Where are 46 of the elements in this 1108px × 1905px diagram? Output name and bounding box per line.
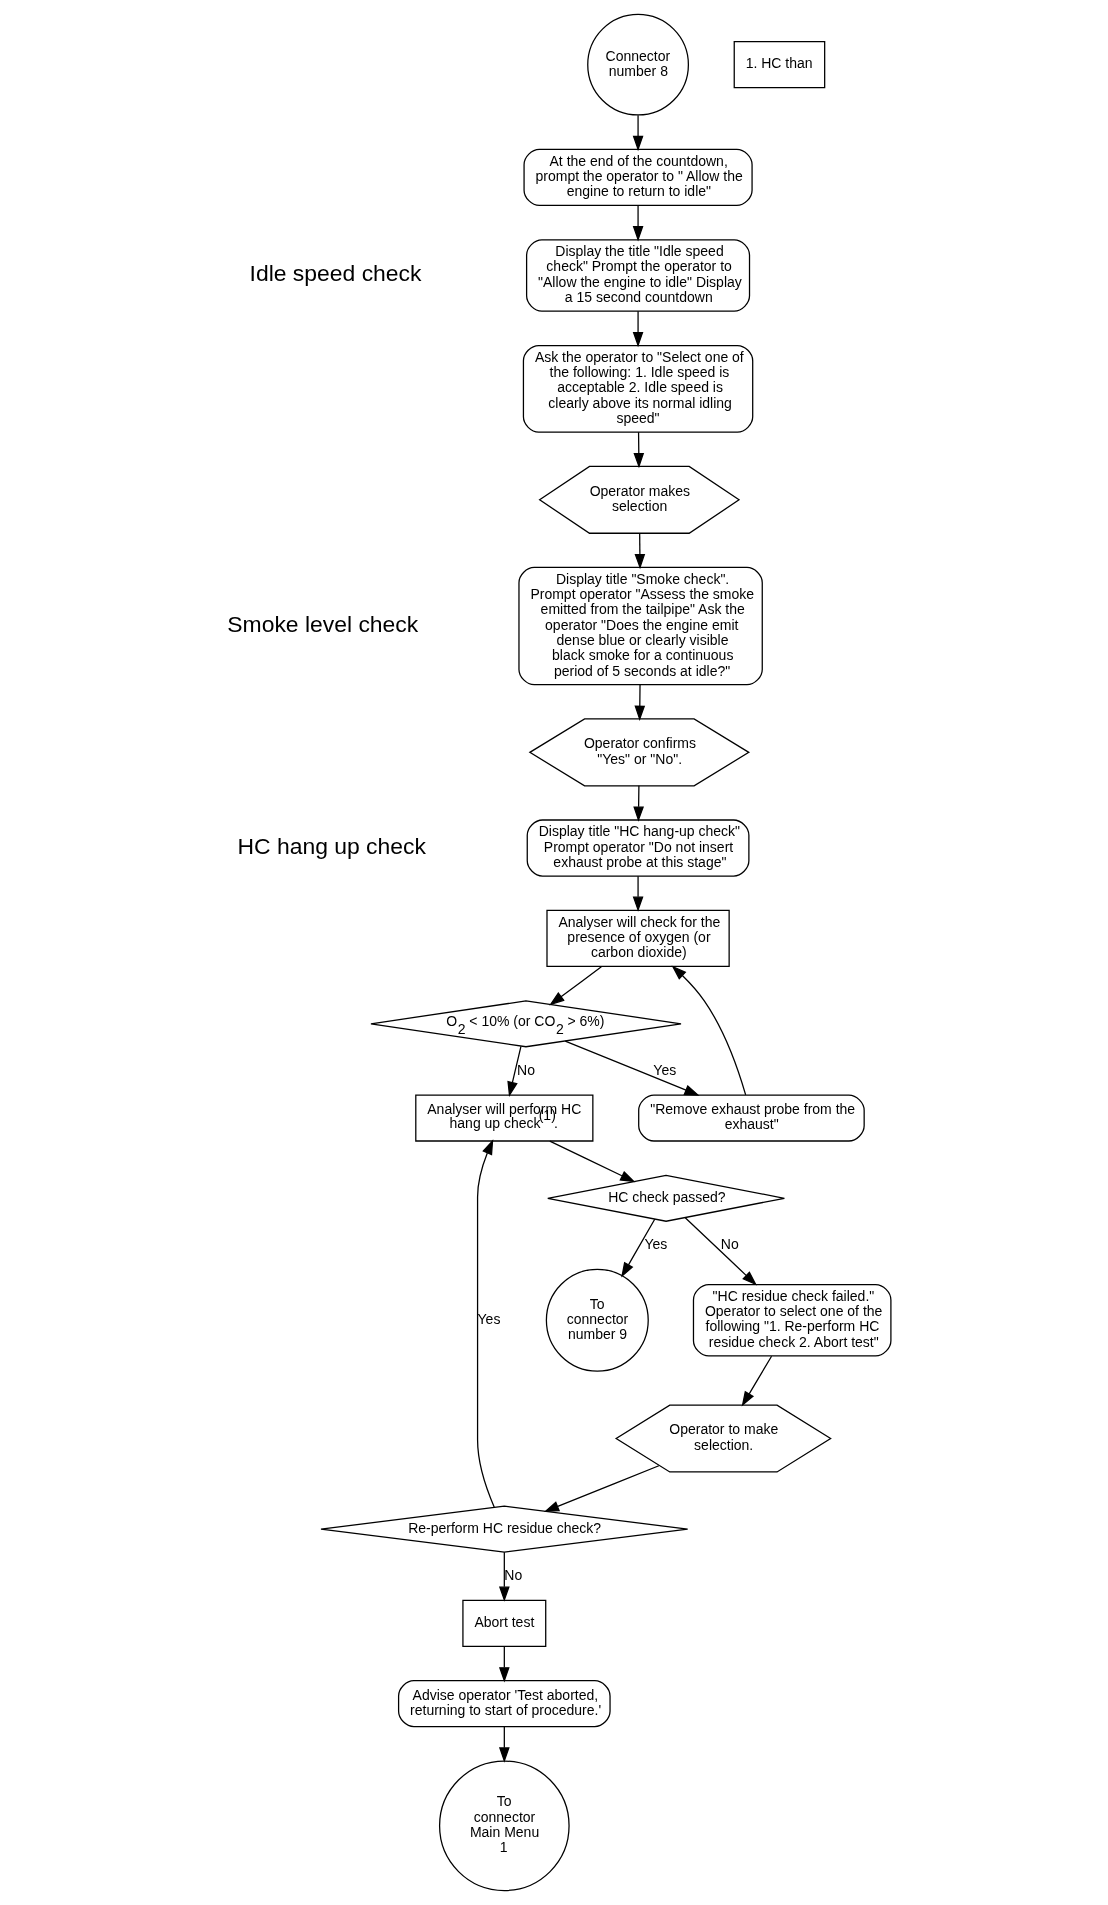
arrow — [671, 965, 747, 1096]
edge-label: No — [517, 1061, 535, 1078]
edge-label: Yes — [477, 1310, 501, 1327]
edge-label: Yes — [644, 1236, 668, 1252]
label: Smoke level check — [227, 610, 419, 637]
node-box: Abort test — [462, 1599, 547, 1647]
arrow — [498, 1726, 510, 1763]
arrow — [498, 1551, 510, 1602]
node-box: Display title "HC hang-up check" Prompt operator "Do not insert exhaust probe at this stage" — [526, 819, 750, 877]
arrow — [549, 966, 602, 1006]
arrow — [543, 1465, 660, 1512]
edge-label: No — [504, 1566, 523, 1583]
node-box: Analyser will check for the presence of oxygen (or carbon dioxide) — [546, 909, 730, 968]
node-box: 1. HC than — [733, 41, 826, 89]
arrow — [632, 114, 644, 152]
node-circle: Connector number 8 — [587, 13, 689, 116]
arrow — [634, 532, 646, 570]
node-diamond: HC check passed? — [547, 1174, 786, 1222]
arrow — [632, 310, 644, 348]
node-box: Display title "Smoke check". Prompt operator "Assess the smoke emitted from the tailpipe" Ask the operator "Does the engine emit dense blue or clearly visible black smoke for a continuous period of 5 seconds at idle?" — [518, 566, 763, 686]
node-box: Advise operator 'Test aborted, returning to start of procedure.' — [397, 1680, 611, 1728]
label: Idle speed check — [249, 260, 422, 287]
arrow — [684, 1217, 757, 1286]
arrow — [632, 875, 644, 912]
node-box: Ask the operator to "Select one of the following: 1. Idle speed is acceptable 2. Idle speed is clearly above its normal idling speed" — [522, 344, 754, 433]
arrow — [507, 1045, 522, 1097]
arrow — [632, 205, 644, 242]
node-box: "HC residue check failed." Operator to select one of the following "1. Re-perform HC residue check 2. Abort test" — [692, 1283, 892, 1357]
arrow — [741, 1355, 773, 1407]
arrow — [633, 785, 644, 822]
label: HC hang up check — [237, 832, 426, 859]
arrow — [564, 1040, 700, 1096]
arrow — [498, 1646, 510, 1683]
node-diamond: Re-perform HC residue check? — [320, 1505, 689, 1553]
arrow — [549, 1140, 636, 1183]
node-box: "Remove exhaust probe from the exhaust" — [638, 1094, 865, 1142]
arrow — [633, 431, 645, 469]
node-box: Display the title "Idle speed check" Prompt the operator to "Allow the engine to idle" Display a 15 second countdown — [525, 239, 751, 312]
node-box: At the end of the countdown, prompt the operator to " Allow the engine to return to idle" — [523, 148, 753, 207]
arrow — [621, 1218, 656, 1278]
edge-label: No — [720, 1236, 739, 1252]
node-circle: To connector number 9 — [545, 1268, 649, 1372]
edge-label: Yes — [653, 1061, 677, 1078]
node-circle: To connector Main Menu 1 — [438, 1760, 570, 1892]
arrow — [634, 684, 646, 721]
arrow — [476, 1139, 495, 1509]
